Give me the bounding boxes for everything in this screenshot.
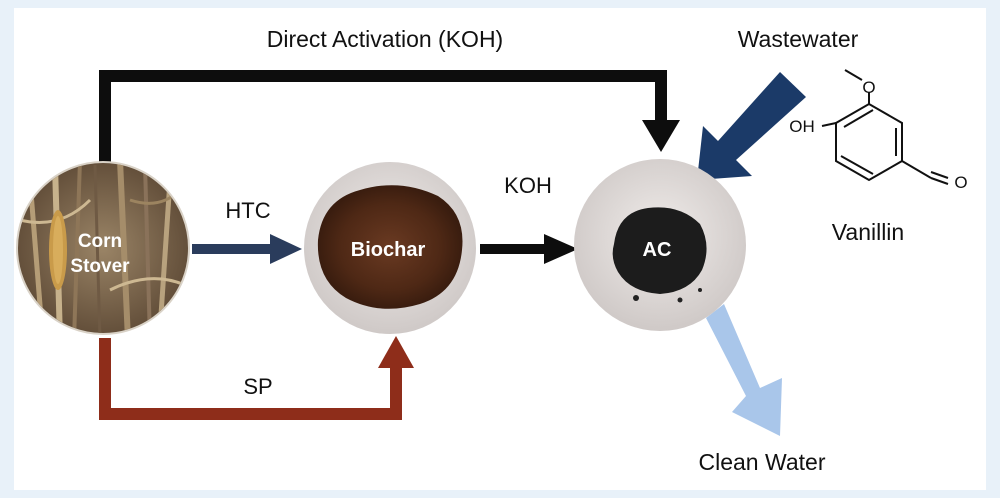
- aldehyde-oxygen: O: [954, 173, 967, 192]
- clean-water-label: Clean Water: [699, 449, 826, 475]
- vanillin-label: Vanillin: [832, 219, 904, 245]
- activated-carbon-photo: [612, 207, 707, 294]
- htc-arrow: [192, 234, 302, 264]
- methoxy-oxygen: O: [862, 78, 875, 97]
- clean-water-arrow: [706, 304, 782, 436]
- ac-node: AC: [574, 159, 746, 331]
- corn-stover-label-1: Corn: [78, 231, 122, 252]
- biochar-powder-photo: [317, 185, 463, 309]
- ac-label: AC: [643, 239, 672, 261]
- corn-stover-node: Corn Stover: [16, 161, 190, 335]
- wastewater-label: Wastewater: [738, 26, 859, 52]
- vanillin-structure: [821, 69, 949, 185]
- sp-arrow: [99, 336, 414, 420]
- biochar-label: Biochar: [351, 239, 426, 261]
- koh-arrow: [480, 234, 578, 264]
- htc-label: HTC: [225, 198, 270, 223]
- direct-activation-label: Direct Activation (KOH): [267, 26, 503, 52]
- koh-label: KOH: [504, 173, 552, 198]
- corn-stover-photo: [19, 163, 186, 333]
- wastewater-arrow: [697, 72, 806, 180]
- sp-label: SP: [243, 374, 272, 399]
- direct-activation-arrow: [99, 70, 680, 163]
- corn-stover-label-2: Stover: [70, 256, 130, 277]
- biochar-node: Biochar: [304, 162, 476, 334]
- hydroxyl-label: OH: [789, 117, 815, 136]
